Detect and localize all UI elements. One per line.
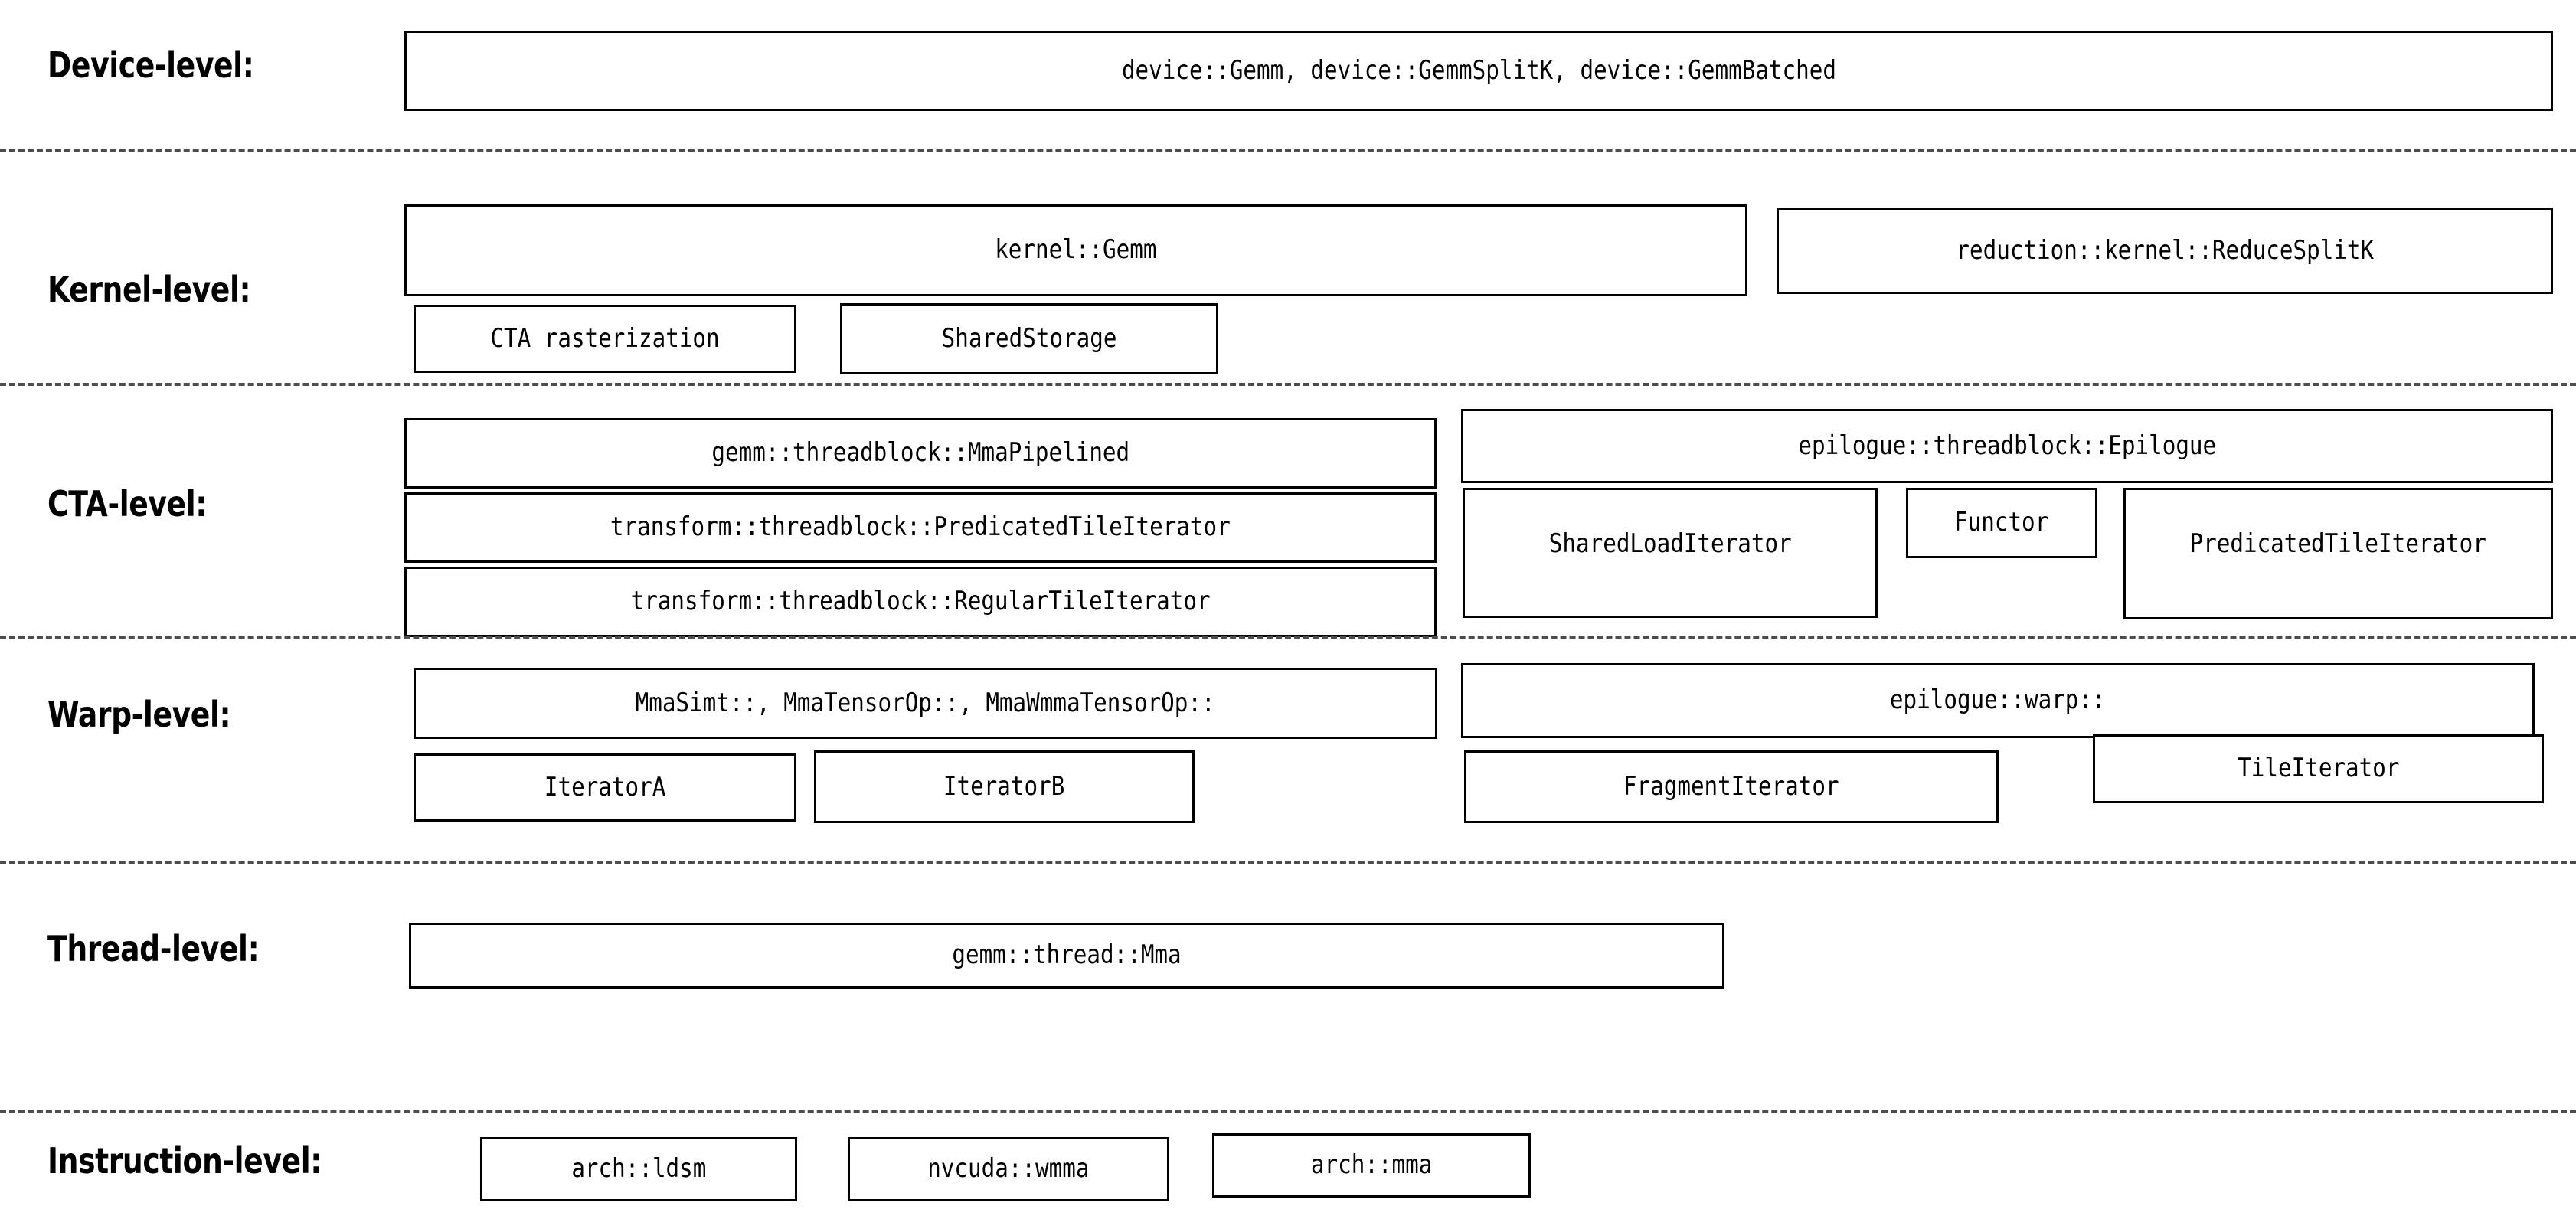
box-shared-load-iterator[interactable]: SharedLoadIterator bbox=[1463, 488, 1878, 618]
separator-thread-instruction bbox=[0, 1110, 2576, 1113]
box-transform-threadblock-regulartileiterator-text: transform::threadblock::RegularTileItera… bbox=[630, 586, 1211, 617]
box-predicated-tile-iterator-text: PredicatedTileIterator bbox=[2189, 528, 2487, 559]
box-functor[interactable]: Functor bbox=[1906, 488, 2097, 558]
box-epilogue-threadblock-epilogue-text: epilogue::threadblock::Epilogue bbox=[1798, 430, 2216, 461]
level-label-device: Device-level: bbox=[47, 44, 254, 86]
box-transform-threadblock-regulartileiterator[interactable]: transform::threadblock::RegularTileItera… bbox=[404, 567, 1437, 637]
box-kernel-gemm-text: kernel::Gemm bbox=[995, 234, 1157, 266]
box-nvcuda-wmma[interactable]: nvcuda::wmma bbox=[848, 1137, 1169, 1201]
box-epilogue-threadblock-epilogue[interactable]: epilogue::threadblock::Epilogue bbox=[1461, 409, 2553, 483]
box-fragment-iterator[interactable]: FragmentIterator bbox=[1464, 750, 1999, 823]
box-transform-threadblock-predicatedtileiterator-text: transform::threadblock::PredicatedTileIt… bbox=[610, 511, 1231, 543]
separator-warp-thread bbox=[0, 861, 2576, 864]
box-predicated-tile-iterator[interactable]: PredicatedTileIterator bbox=[2123, 488, 2553, 619]
box-fragment-iterator-text: FragmentIterator bbox=[1623, 770, 1839, 802]
box-arch-mma-text: arch::mma bbox=[1310, 1149, 1433, 1181]
box-shared-storage[interactable]: SharedStorage bbox=[840, 303, 1218, 374]
box-cta-rasterization[interactable]: CTA rasterization bbox=[414, 305, 796, 373]
box-iterator-a-text: IteratorA bbox=[544, 771, 666, 802]
box-nvcuda-wmma-text: nvcuda::wmma bbox=[927, 1153, 1090, 1185]
separator-device-kernel bbox=[0, 149, 2576, 152]
box-tile-iterator-text: TileIterator bbox=[2237, 753, 2400, 784]
box-functor-text: Functor bbox=[1954, 507, 2049, 538]
box-shared-load-iterator-text: SharedLoadIterator bbox=[1548, 528, 1792, 559]
box-tile-iterator[interactable]: TileIterator bbox=[2093, 734, 2544, 803]
box-iterator-a[interactable]: IteratorA bbox=[414, 753, 796, 822]
level-label-thread: Thread-level: bbox=[47, 928, 260, 969]
box-cta-rasterization-text: CTA rasterization bbox=[490, 322, 720, 354]
box-iterator-b-text: IteratorB bbox=[943, 770, 1065, 802]
box-gemm-thread-mma[interactable]: gemm::thread::Mma bbox=[409, 923, 1724, 989]
box-mma-ops[interactable]: MmaSimt::, MmaTensorOp::, MmaWmmaTensorO… bbox=[414, 668, 1437, 739]
box-arch-mma[interactable]: arch::mma bbox=[1212, 1133, 1531, 1198]
box-iterator-b[interactable]: IteratorB bbox=[814, 750, 1195, 823]
level-label-cta: CTA-level: bbox=[47, 483, 207, 525]
box-reduction-reduce-splitk-text: reduction::kernel::ReduceSplitK bbox=[1956, 234, 2374, 266]
box-gemm-threadblock-mmapipelined-text: gemm::threadblock::MmaPipelined bbox=[711, 437, 1129, 469]
box-device-gemm-text: device::Gemm, device::GemmSplitK, device… bbox=[1121, 54, 1836, 86]
box-arch-ldsm-text: arch::ldsm bbox=[570, 1153, 707, 1185]
level-label-instruction: Instruction-level: bbox=[47, 1140, 322, 1181]
box-gemm-thread-mma-text: gemm::thread::Mma bbox=[952, 940, 1182, 971]
box-transform-threadblock-predicatedtileiterator[interactable]: transform::threadblock::PredicatedTileIt… bbox=[404, 492, 1437, 563]
box-reduction-reduce-splitk[interactable]: reduction::kernel::ReduceSplitK bbox=[1777, 208, 2553, 294]
level-label-kernel: Kernel-level: bbox=[47, 269, 251, 310]
level-label-warp: Warp-level: bbox=[47, 694, 231, 735]
separator-cta-warp bbox=[0, 636, 2576, 639]
box-shared-storage-text: SharedStorage bbox=[941, 322, 1117, 354]
box-device-gemm[interactable]: device::Gemm, device::GemmSplitK, device… bbox=[404, 31, 2553, 111]
box-arch-ldsm[interactable]: arch::ldsm bbox=[480, 1137, 797, 1201]
box-mma-ops-text: MmaSimt::, MmaTensorOp::, MmaWmmaTensorO… bbox=[636, 687, 1215, 718]
separator-kernel-cta bbox=[0, 383, 2576, 386]
box-kernel-gemm[interactable]: kernel::Gemm bbox=[404, 204, 1747, 296]
box-gemm-threadblock-mmapipelined[interactable]: gemm::threadblock::MmaPipelined bbox=[404, 418, 1437, 489]
box-epilogue-warp-text: epilogue::warp:: bbox=[1890, 685, 2106, 716]
box-epilogue-warp[interactable]: epilogue::warp:: bbox=[1461, 663, 2535, 738]
